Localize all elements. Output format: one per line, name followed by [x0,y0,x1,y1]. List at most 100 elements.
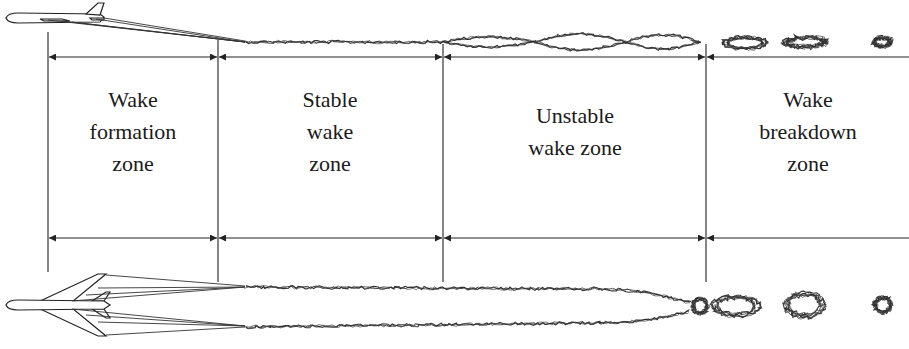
vortex-strand [727,37,763,48]
vortex-strand [872,36,893,49]
vortex-strand [786,37,825,47]
vortex-strand [534,33,626,44]
vortex-strand [246,286,690,302]
zone-arrows [49,57,909,238]
vortex-strand [782,35,828,49]
vortex-strand [244,311,689,328]
stabilizer [92,292,110,301]
vortex-strand [727,37,764,48]
vortex-strand [693,299,707,313]
vortex-strand [781,36,829,50]
wake-line [72,287,245,301]
vortex-strand [723,35,769,50]
formation-lines-top [72,275,245,335]
vortex-strand [693,298,707,313]
wake-line [104,18,245,41]
vortex-strand [535,33,624,42]
vortex-strand [874,37,891,48]
wake-line [98,287,245,288]
vortex-strand [710,295,761,318]
vortex-strand [716,296,756,315]
dimension-arrow [444,237,705,238]
vortex-strand [626,34,701,42]
boundary-line [705,44,706,282]
dimension-arrow [49,56,217,57]
vortex-strand [873,296,893,313]
tail-fin [86,3,104,15]
vortex-strand [786,36,825,49]
vortex-strand [244,286,690,304]
wake-line [96,19,245,42]
wake-line [62,21,245,42]
wake-line [48,20,245,42]
wing [38,274,106,302]
vortex-strand [443,41,534,47]
dimension-arrow [219,237,442,238]
wake-line [98,322,245,326]
vortex-strand [712,296,761,317]
wake-line [72,22,245,42]
vortex-strand [691,297,709,316]
vortex-strand [722,36,768,50]
zone-label: Wake formation zone [77,84,189,180]
dimension-arrow [49,237,217,238]
vortex-strand [244,41,444,43]
vortex-strand [783,36,829,49]
dimension-arrow [444,56,705,57]
boundary-line [442,44,443,282]
vortex-trails [244,33,893,329]
wake-line [106,327,245,335]
vortex-strand [874,37,892,48]
vortex-strand [875,297,892,313]
vortex-strand [786,37,824,47]
wake-line [86,315,245,326]
vortex-strand [624,42,701,50]
fuselage [6,300,110,310]
vortex-strand [534,41,626,51]
formation-lines-side [48,18,245,42]
vortex-strand [783,291,826,319]
wake-line [86,287,245,295]
dimension-arrow [219,56,442,57]
dimension-arrow [707,56,909,57]
vortex-strand [788,295,822,316]
vortex-strand [442,36,536,42]
aircraft-top-view [6,274,110,336]
zone-boundaries [48,32,706,282]
vortex-strand [715,297,755,316]
vortex-strand [723,36,767,50]
vortex-strand [442,36,536,42]
wing [38,308,106,336]
aircraft-side-view [6,3,104,23]
vortex-strand [711,294,761,317]
vortex-strand [872,296,893,315]
vortex-strand [875,298,891,313]
vortex-strand [691,297,708,314]
vortex-strand [535,42,624,51]
zone-label: Stable wake zone [284,84,376,180]
dimension-arrow [707,237,909,238]
vortex-strand [787,293,823,316]
vortex-strand [444,41,536,49]
vortex-strand [872,36,893,48]
zone-label: Wake breakdown zone [752,84,864,180]
vortex-strand [536,42,626,51]
vortex-strand [693,298,708,314]
wake-line [72,309,245,326]
boundary-line [217,40,218,282]
vortex-strand [785,292,827,319]
vortex-strand [717,298,755,315]
vortex-strand [872,37,892,48]
vortex-strand [784,292,826,317]
vortex-strand [624,42,700,50]
vortex-strand [787,294,824,315]
zone-label: Unstable wake zone [523,100,627,164]
vortex-strand [874,37,890,46]
vortex-strand [874,297,891,313]
boundary-line [47,32,48,272]
vortex-strand [692,298,710,315]
vortex-strand [727,37,764,49]
wake-line [106,275,245,286]
vortex-strand [536,33,625,42]
